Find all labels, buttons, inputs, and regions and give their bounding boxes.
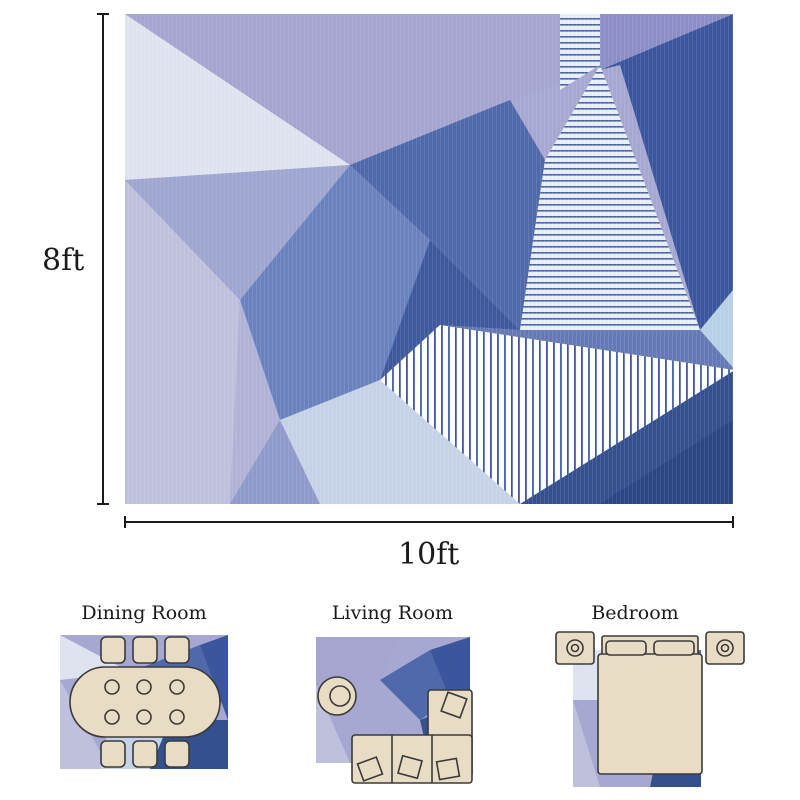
armchair <box>317 676 357 716</box>
living-room-label: Living Room <box>331 602 454 624</box>
width-dimension-line <box>124 516 734 528</box>
height-dimension-line <box>97 13 109 505</box>
dining-room-label: Dining Room <box>81 602 207 624</box>
width-label: 10ft <box>398 537 460 572</box>
height-label: 8ft <box>42 243 85 278</box>
nightstands <box>555 631 745 665</box>
bedroom-label: Bedroom <box>591 602 679 624</box>
sectional-sofa <box>351 689 473 784</box>
dining-table <box>69 636 221 768</box>
main-rug <box>125 14 733 504</box>
bed <box>597 635 703 775</box>
